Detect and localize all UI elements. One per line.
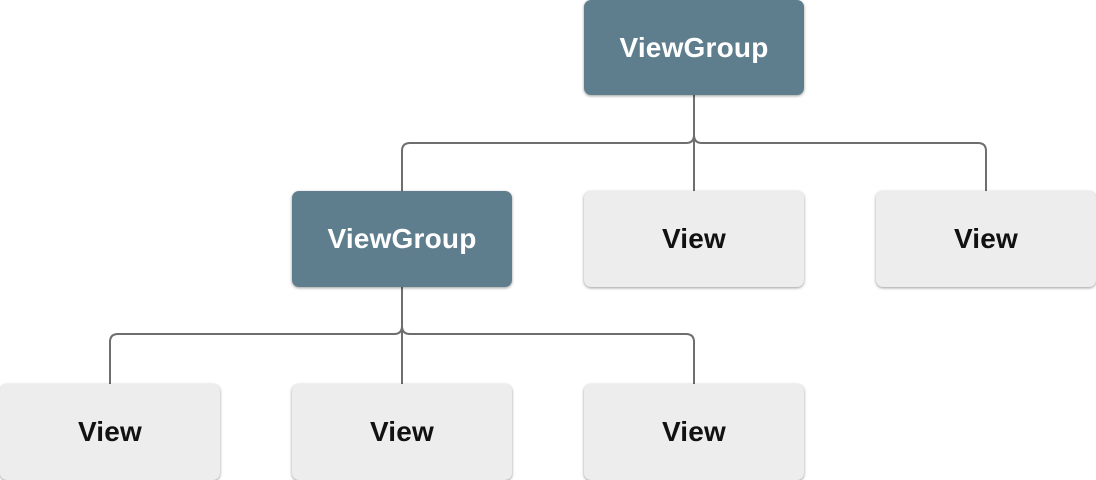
node-view-level2-middle: View <box>584 191 804 287</box>
node-viewgroup-root: ViewGroup <box>584 0 804 95</box>
node-view-level3-left: View <box>0 384 220 480</box>
node-view-level3-middle: View <box>292 384 512 480</box>
connector-viewgroup2-children <box>109 287 695 384</box>
connector-root-children <box>401 95 987 191</box>
node-view-level2-right: View <box>876 191 1096 287</box>
node-view-level3-right: View <box>584 384 804 480</box>
node-viewgroup-level2: ViewGroup <box>292 191 512 287</box>
